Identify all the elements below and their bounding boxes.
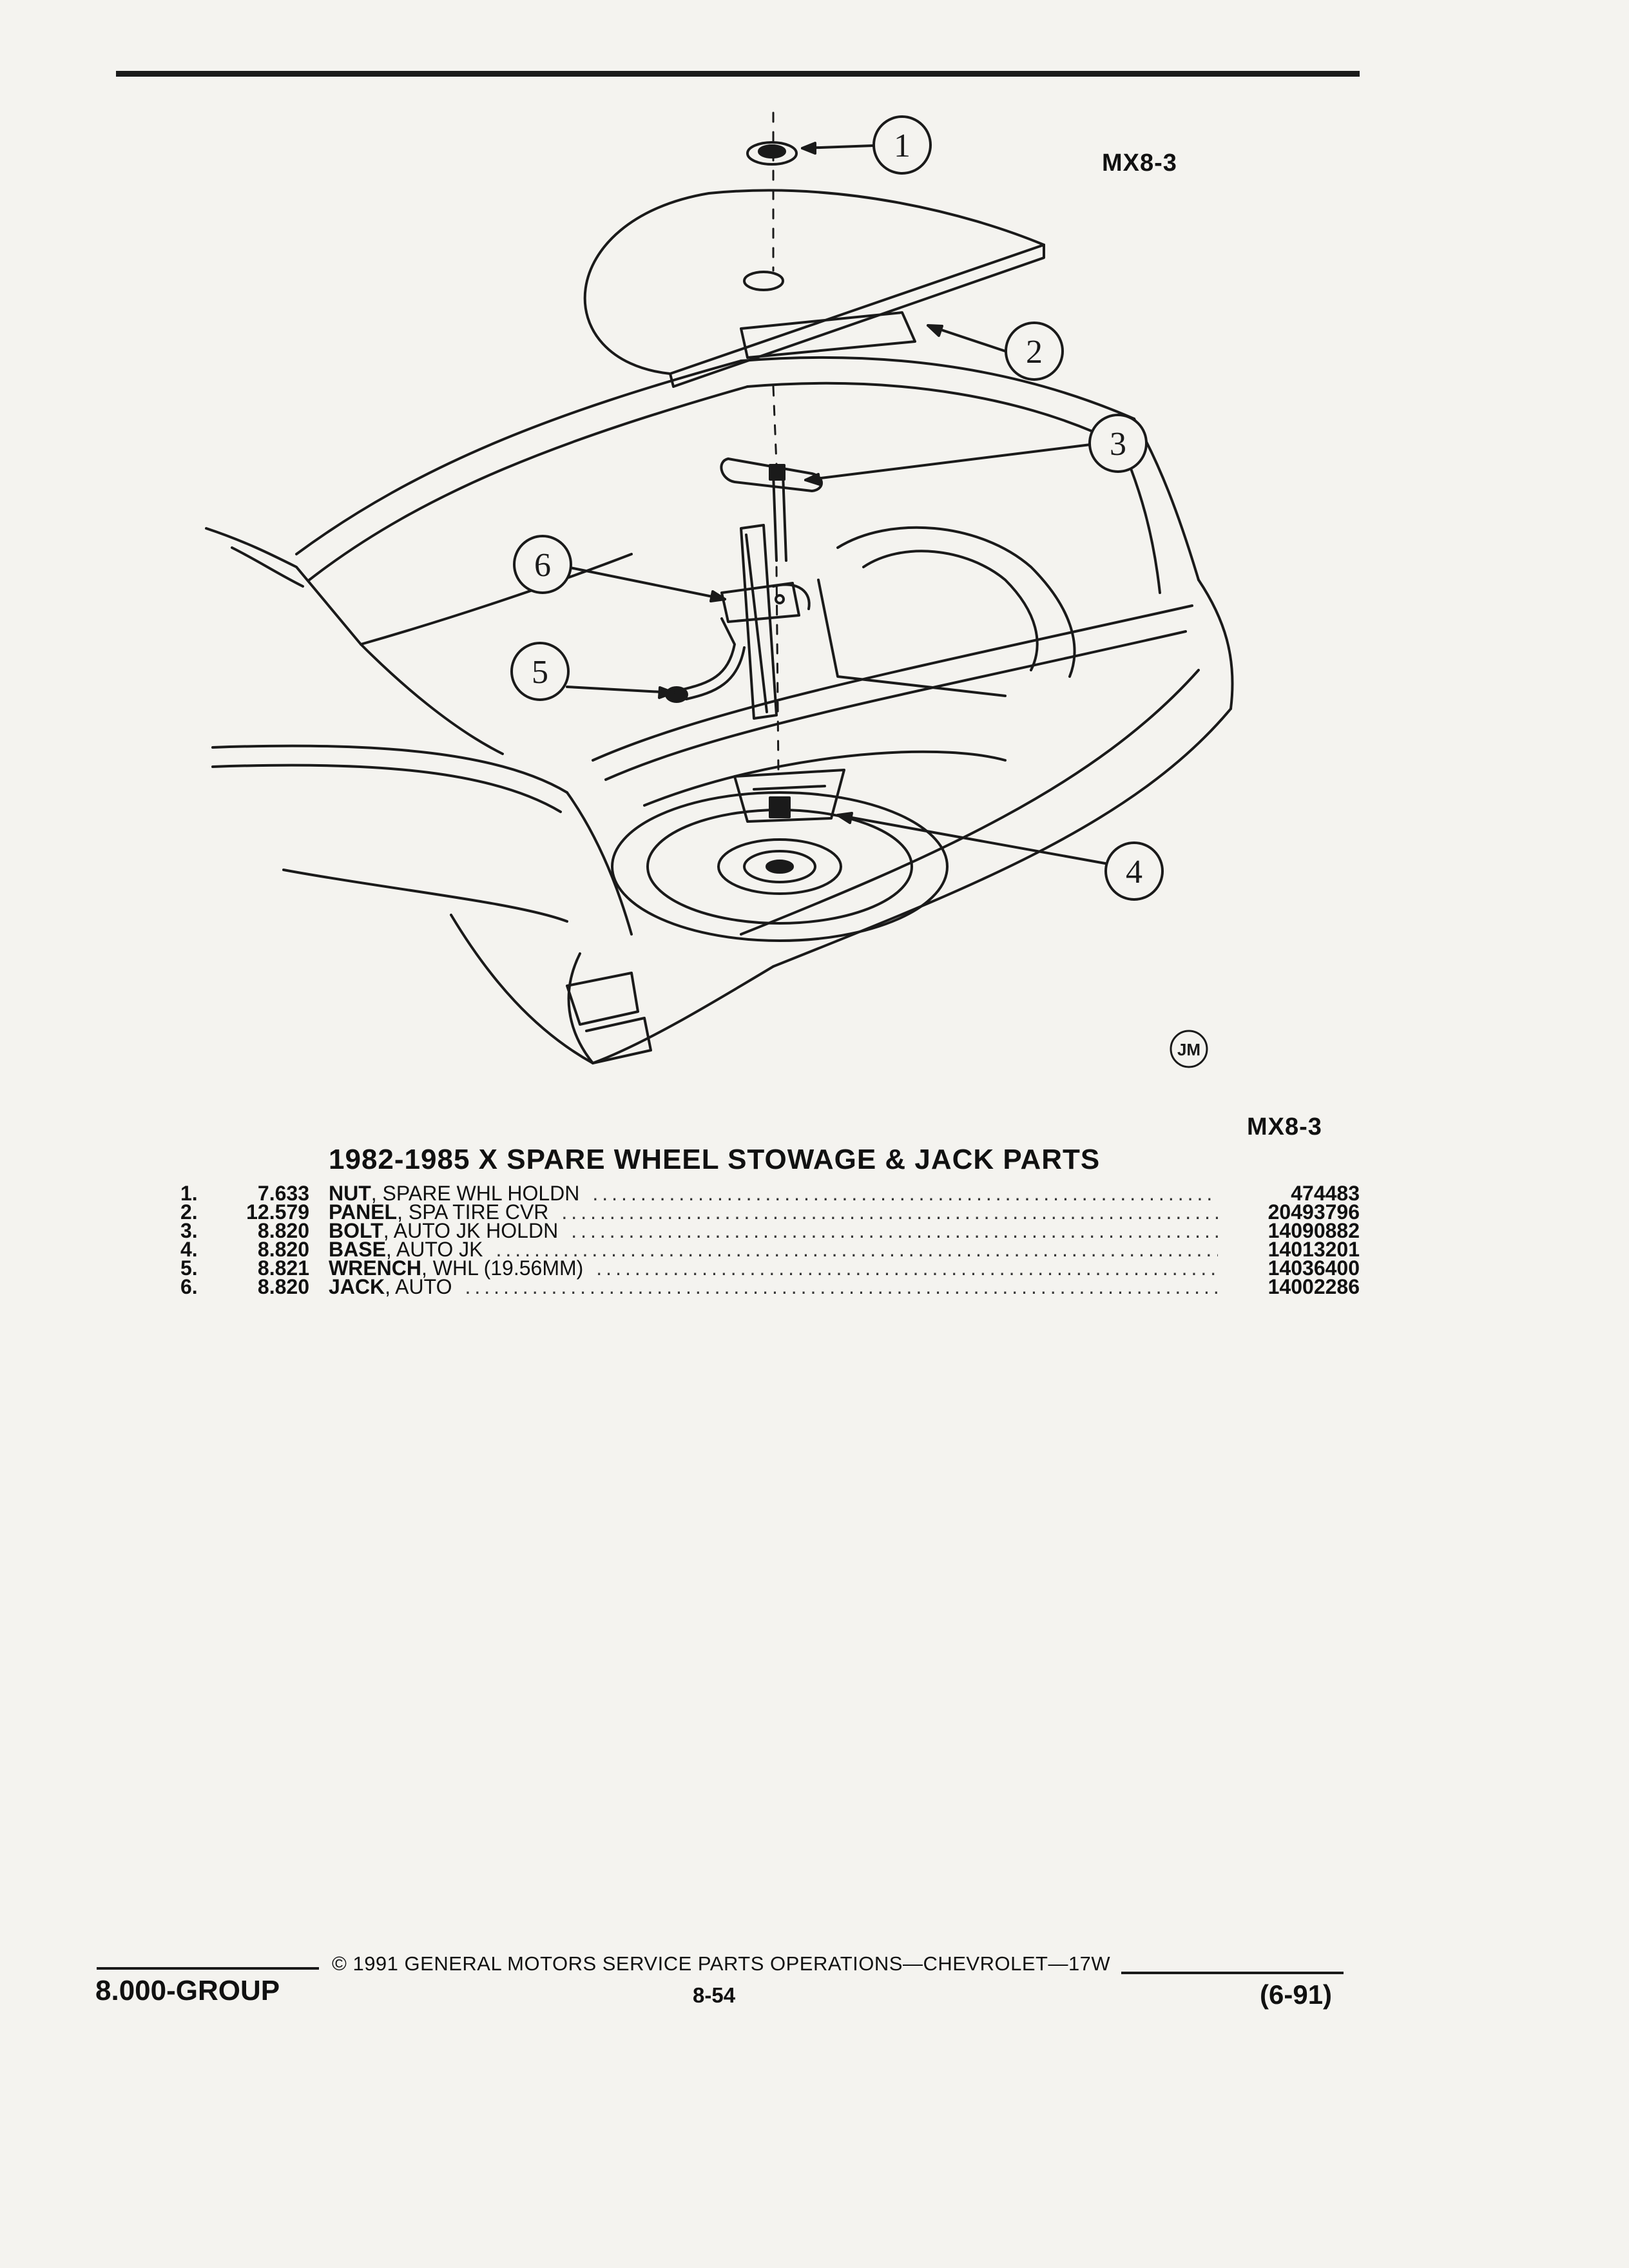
wheel-wrench — [665, 617, 746, 703]
part-item-number: 3. — [180, 1219, 198, 1242]
part-item-number: 6. — [180, 1275, 198, 1298]
part-number: 14036400 — [1268, 1256, 1360, 1280]
jack — [720, 524, 811, 720]
footer-revision-date: (6-91) — [1260, 1979, 1333, 2010]
trunk-interior — [643, 526, 1076, 807]
part-row: 1. 7.633 NUT, SPARE WHL HOLDN.............… — [180, 1182, 1360, 1205]
spare-tire-cover-panel — [583, 189, 1045, 388]
part-noun: JACK — [329, 1275, 385, 1298]
leader-dots: ........................................… — [465, 1278, 1218, 1296]
leader-dots: ........................................… — [571, 1222, 1218, 1240]
figure-id-bottom: MX8-3 — [1247, 1113, 1322, 1140]
parts-list-title: 1982-1985 X SPARE WHEEL STOWAGE & JACK P… — [329, 1144, 1101, 1175]
svg-text:3: 3 — [1110, 426, 1126, 463]
jack-base — [733, 769, 845, 823]
leader-dots: ........................................… — [561, 1203, 1218, 1222]
part-group-number: 8.820 — [257, 1219, 309, 1242]
part-modifier: , WHL (19.56MM) — [421, 1256, 584, 1280]
part-modifier: , SPA TIRE CVR — [397, 1200, 549, 1224]
footer-rule-left — [97, 1967, 319, 1970]
part-group-number: 8.821 — [257, 1256, 309, 1280]
part-row: 6. 8.820 JACK, AUTO.......................… — [180, 1275, 1360, 1298]
part-noun: WRENCH — [329, 1256, 421, 1280]
part-group-number: 8.820 — [257, 1275, 309, 1298]
part-number: 20493796 — [1268, 1200, 1360, 1224]
part-row: 5. 8.821 WRENCH, WHL (19.56MM)............… — [180, 1256, 1360, 1280]
jack-holddown-bolt — [720, 457, 823, 562]
callout-5: 5 — [510, 642, 570, 701]
part-noun: NUT — [329, 1182, 371, 1205]
part-row: 2. 12.579 PANEL, SPA TIRE CVR.............… — [180, 1200, 1360, 1224]
part-group-number: 12.579 — [246, 1200, 309, 1224]
top-rule — [116, 71, 1360, 77]
callout-leaders — [566, 142, 1106, 865]
footer-page-number: 8-54 — [693, 1983, 736, 2007]
part-item-number: 4. — [180, 1238, 198, 1261]
leader-dots: ........................................… — [496, 1240, 1218, 1259]
footer-rule-right — [1121, 1972, 1344, 1974]
part-item-number: 5. — [180, 1256, 198, 1280]
part-number: 14002286 — [1268, 1275, 1360, 1298]
part-modifier: , SPARE WHL HOLDN — [371, 1182, 580, 1205]
part-row: 4. 8.820 BASE, AUTO JK....................… — [180, 1238, 1360, 1261]
part-modifier: , AUTO JK HOLDN — [383, 1219, 559, 1242]
callout-3: 3 — [1088, 414, 1148, 473]
part-modifier: , AUTO JK — [385, 1238, 483, 1261]
svg-text:5: 5 — [532, 654, 548, 691]
exploded-parts-diagram: 1 2 3 4 5 6 JM — [205, 111, 1234, 1068]
svg-text:6: 6 — [534, 547, 551, 584]
part-description: PANEL, SPA TIRE CVR — [329, 1200, 549, 1224]
figure-id-top: MX8-3 — [1102, 149, 1177, 177]
spare-wheel-nut — [746, 141, 798, 166]
part-noun: BOLT — [329, 1219, 383, 1242]
callout-4: 4 — [1104, 841, 1164, 901]
car-body — [205, 356, 1234, 1064]
svg-text:JM: JM — [1177, 1040, 1200, 1059]
part-number: 474483 — [1291, 1182, 1360, 1205]
part-description: BOLT, AUTO JK HOLDN — [329, 1219, 559, 1242]
part-row: 3. 8.820 BOLT, AUTO JK HOLDN..............… — [180, 1219, 1360, 1242]
footer-copyright: © 1991 GENERAL MOTORS SERVICE PARTS OPER… — [332, 1952, 1111, 1975]
svg-text:1: 1 — [894, 128, 911, 164]
part-noun: BASE — [329, 1238, 386, 1261]
part-description: JACK, AUTO — [329, 1275, 452, 1298]
part-item-number: 2. — [180, 1200, 198, 1224]
callout-1: 1 — [872, 115, 932, 175]
callout-6: 6 — [513, 535, 572, 594]
part-group-number: 8.820 — [257, 1238, 309, 1261]
part-number: 14090882 — [1268, 1219, 1360, 1242]
part-number: 14013201 — [1268, 1238, 1360, 1261]
part-group-number: 7.633 — [257, 1182, 309, 1205]
footer-group-label: 8.000-GROUP — [95, 1975, 280, 2006]
leader-dots: ........................................… — [592, 1184, 1218, 1203]
assembly-centerline — [772, 111, 780, 774]
part-description: NUT, SPARE WHL HOLDN — [329, 1182, 580, 1205]
part-description: WRENCH, WHL (19.56MM) — [329, 1256, 584, 1280]
leader-dots: ........................................… — [596, 1259, 1218, 1278]
artist-mark: JM — [1170, 1030, 1208, 1068]
parts-list: 1. 7.633 NUT, SPARE WHL HOLDN.............… — [180, 1182, 1360, 1298]
part-modifier: , AUTO — [385, 1275, 452, 1298]
part-noun: PANEL — [329, 1200, 398, 1224]
callout-2: 2 — [1005, 322, 1064, 381]
part-item-number: 1. — [180, 1182, 198, 1205]
part-description: BASE, AUTO JK — [329, 1238, 483, 1261]
svg-text:4: 4 — [1126, 854, 1142, 890]
svg-text:2: 2 — [1026, 334, 1043, 370]
